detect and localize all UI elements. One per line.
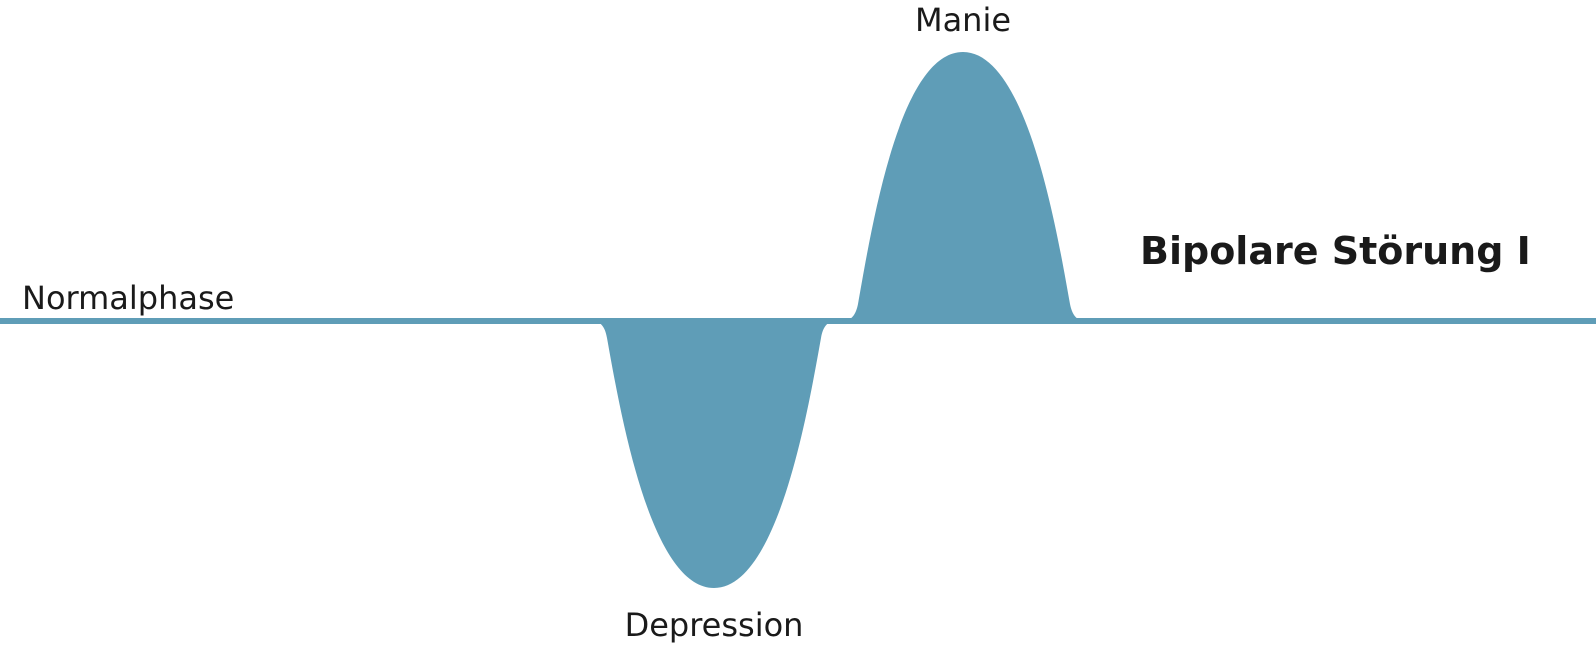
mania-label: Manie (914, 1, 1012, 39)
depression-label: Depression (624, 606, 804, 644)
depression-trough (592, 321, 836, 588)
normal-phase-label: Normalphase (22, 279, 235, 317)
mania-peak (842, 52, 1086, 321)
diagram-title: Bipolare Störung I (1140, 229, 1531, 273)
